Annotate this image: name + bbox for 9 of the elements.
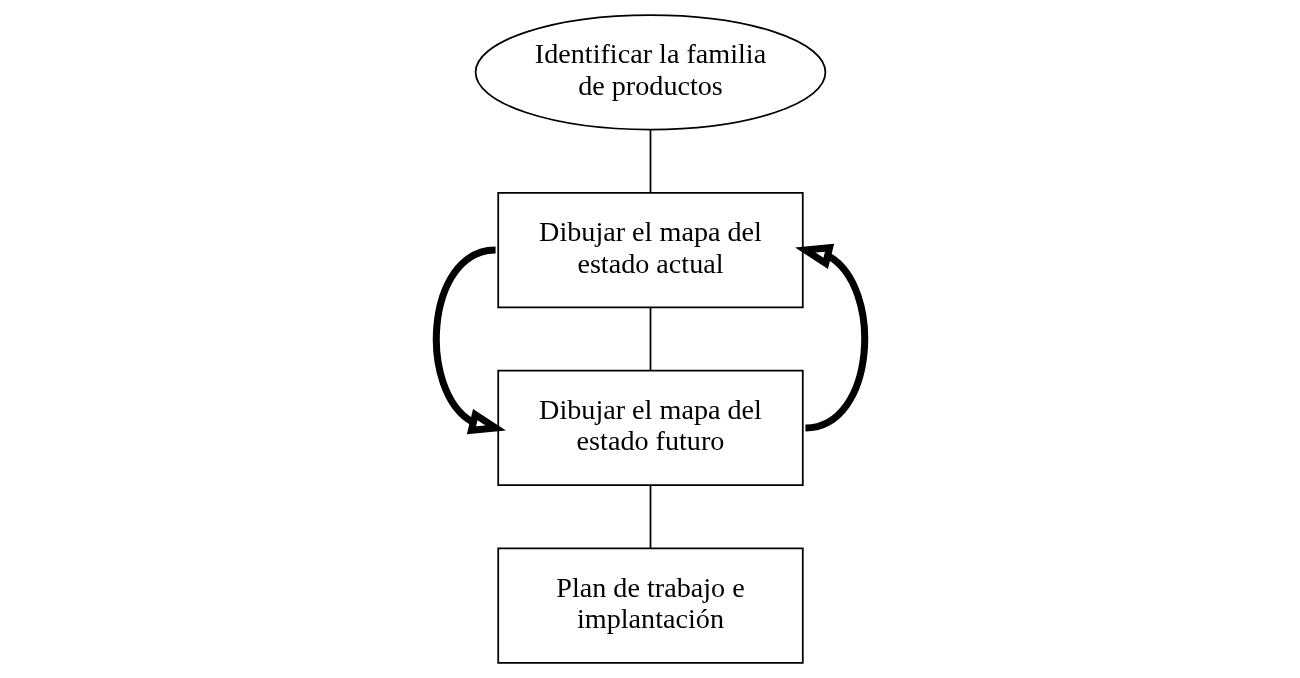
connector (649, 484, 651, 550)
node-ellipse: Identificar la familia de productos (474, 14, 826, 131)
node-box: Dibujar el mapa del estado futuro (496, 369, 804, 486)
connector (649, 306, 651, 372)
connector (649, 128, 651, 194)
node-box: Plan de trabajo e implantación (496, 547, 804, 664)
arrow (794, 243, 868, 432)
arrow (432, 246, 506, 435)
node-box: Dibujar el mapa del estado actual (496, 192, 804, 309)
